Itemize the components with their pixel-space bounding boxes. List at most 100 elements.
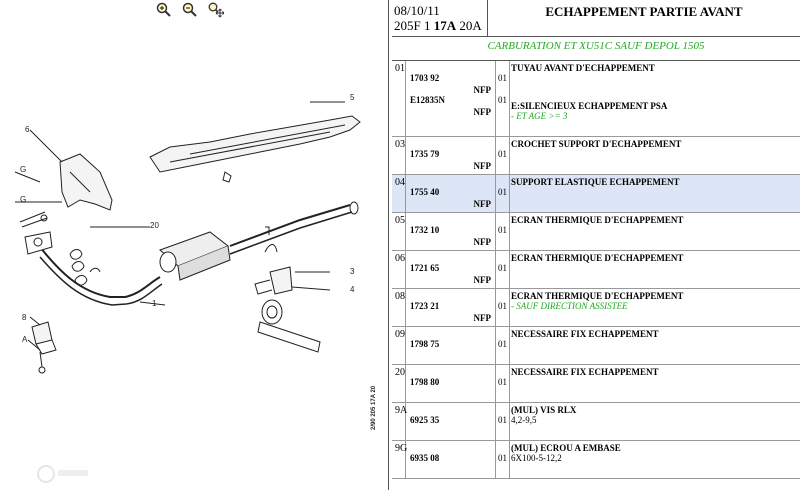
position-cell: 20 (392, 365, 406, 402)
quantity-cell: 01 (496, 251, 510, 288)
model-suffix: 20A (459, 18, 482, 33)
description-cell: CROCHET SUPPORT D'ECHAPPEMENT (510, 137, 800, 174)
nfp-flag: NFP (473, 85, 492, 95)
position-cell: 09 (392, 327, 406, 364)
reference-cell: 1798 75 (406, 327, 496, 364)
parts-header: 08/10/11 205F 1 17A 20A ECHAPPEMENT PART… (392, 0, 800, 37)
quantity-cell: 01 (496, 175, 510, 212)
reference-cell: 6935 08 (406, 441, 496, 478)
nfp-flag: NFP (473, 275, 492, 285)
watermark-logo (37, 465, 88, 483)
part-reference[interactable]: 1721 65 (410, 263, 440, 273)
second-entry: E:SILENCIEUX ECHAPPEMENT PSA- ET AGE >= … (511, 101, 667, 121)
quantity-cell: 01 (496, 327, 510, 364)
quantity-cell: 01 (496, 403, 510, 440)
position-cell: 03 (392, 137, 406, 174)
part-reference[interactable]: 1735 79 (410, 149, 440, 159)
part-reference[interactable]: 1703 92 (410, 73, 440, 83)
quantity: 01 (498, 263, 507, 273)
table-row[interactable]: 20 1798 80 01 NECESSAIRE FIX ECHAPPEMENT (392, 365, 800, 403)
nfp-flag-2: NFP (473, 107, 492, 117)
quantity: 01 (498, 377, 507, 387)
position-cell: 04 (392, 175, 406, 212)
quantity: 01 (498, 415, 507, 425)
table-row[interactable]: 06 1721 65 NFP 01 ECRAN THERMIQUE D'ECHAPPEM… (392, 251, 800, 289)
zoom-pan-icon[interactable] (208, 2, 224, 18)
part-reference[interactable]: 6925 35 (410, 415, 440, 425)
zoom-out-icon[interactable] (182, 2, 198, 18)
part-note: - SAUF DIRECTION ASSISTEE (511, 301, 628, 311)
exhaust-diagram: 5 6 G G 20 3 4 1 8 A (14, 93, 361, 374)
diagram-panel: 5 6 G G 20 3 4 1 8 A 2/90 205 17A 20 (0, 0, 389, 490)
header-info: 08/10/11 205F 1 17A 20A (392, 0, 488, 36)
part-reference[interactable]: 1798 75 (410, 339, 440, 349)
quantity: 01 (498, 149, 507, 159)
position-cell: 06 (392, 251, 406, 288)
quantity: 01 (498, 225, 507, 235)
zoom-in-icon[interactable] (156, 2, 172, 18)
part-reference[interactable]: 1798 80 (410, 377, 440, 387)
part-reference[interactable]: 1723 21 (410, 301, 440, 311)
part-description: ECRAN THERMIQUE D'ECHAPPEMENT (511, 215, 684, 225)
callout-20: 20 (150, 221, 159, 230)
description-cell: ECRAN THERMIQUE D'ECHAPPEMENT- SAUF DIRE… (510, 289, 800, 326)
part-description: NECESSAIRE FIX ECHAPPEMENT (511, 367, 659, 377)
quantity-cell: 01 (496, 137, 510, 174)
reference-cell: 1703 92 NFP E12835N NFP (406, 61, 496, 136)
quantity-cell: 01 (496, 213, 510, 250)
part-reference[interactable]: 6935 08 (410, 453, 440, 463)
part-description: ECRAN THERMIQUE D'ECHAPPEMENT (511, 253, 684, 263)
description-cell: SUPPORT ELASTIQUE ECHAPPEMENT (510, 175, 800, 212)
position-cell: 01 (392, 61, 406, 136)
zoom-toolbar (156, 2, 224, 18)
part-description-2: E:SILENCIEUX ECHAPPEMENT PSA (511, 101, 668, 111)
position-cell: 08 (392, 289, 406, 326)
callout-5: 5 (350, 93, 355, 102)
quantity: 01 (498, 187, 507, 197)
quantity-cell: 01 (496, 441, 510, 478)
part-spec: 4,2-9,5 (511, 415, 537, 425)
callout-g-2: G (20, 195, 26, 204)
callout-8: 8 (22, 313, 27, 322)
callout-6: 6 (25, 125, 30, 134)
nfp-flag: NFP (473, 199, 492, 209)
callout-g-1: G (20, 165, 26, 174)
part-description: SUPPORT ELASTIQUE ECHAPPEMENT (511, 177, 680, 187)
part-reference[interactable]: 1732 10 (410, 225, 440, 235)
description-cell: ECRAN THERMIQUE D'ECHAPPEMENT (510, 213, 800, 250)
part-reference-2[interactable]: E12835N (410, 95, 446, 105)
description-cell: ECRAN THERMIQUE D'ECHAPPEMENT (510, 251, 800, 288)
quantity-cell: 01 (496, 365, 510, 402)
part-reference[interactable]: 1755 40 (410, 187, 440, 197)
reference-cell: 1798 80 (406, 365, 496, 402)
part-description: CROCHET SUPPORT D'ECHAPPEMENT (511, 139, 682, 149)
part-note-2: - ET AGE >= 3 (511, 111, 568, 121)
page-title: ECHAPPEMENT PARTIE AVANT (545, 4, 743, 19)
description-cell: NECESSAIRE FIX ECHAPPEMENT (510, 327, 800, 364)
table-row[interactable]: 04 1755 40 NFP 01 SUPPORT ELASTIQUE ECHAPPEM… (392, 175, 800, 213)
model-bold: 17A (433, 18, 457, 33)
quantity-2: 01 (498, 95, 507, 105)
callout-1: 1 (152, 299, 157, 308)
reference-cell: 6925 35 (406, 403, 496, 440)
part-description: ECRAN THERMIQUE D'ECHAPPEMENT (511, 291, 684, 301)
part-description: (MUL) VIS RLX (511, 405, 577, 415)
side-caption-text: 2/90 205 17A 20 (371, 385, 377, 430)
part-description: NECESSAIRE FIX ECHAPPEMENT (511, 329, 659, 339)
quantity-cell: 01 (496, 289, 510, 326)
callout-3: 3 (350, 267, 355, 276)
